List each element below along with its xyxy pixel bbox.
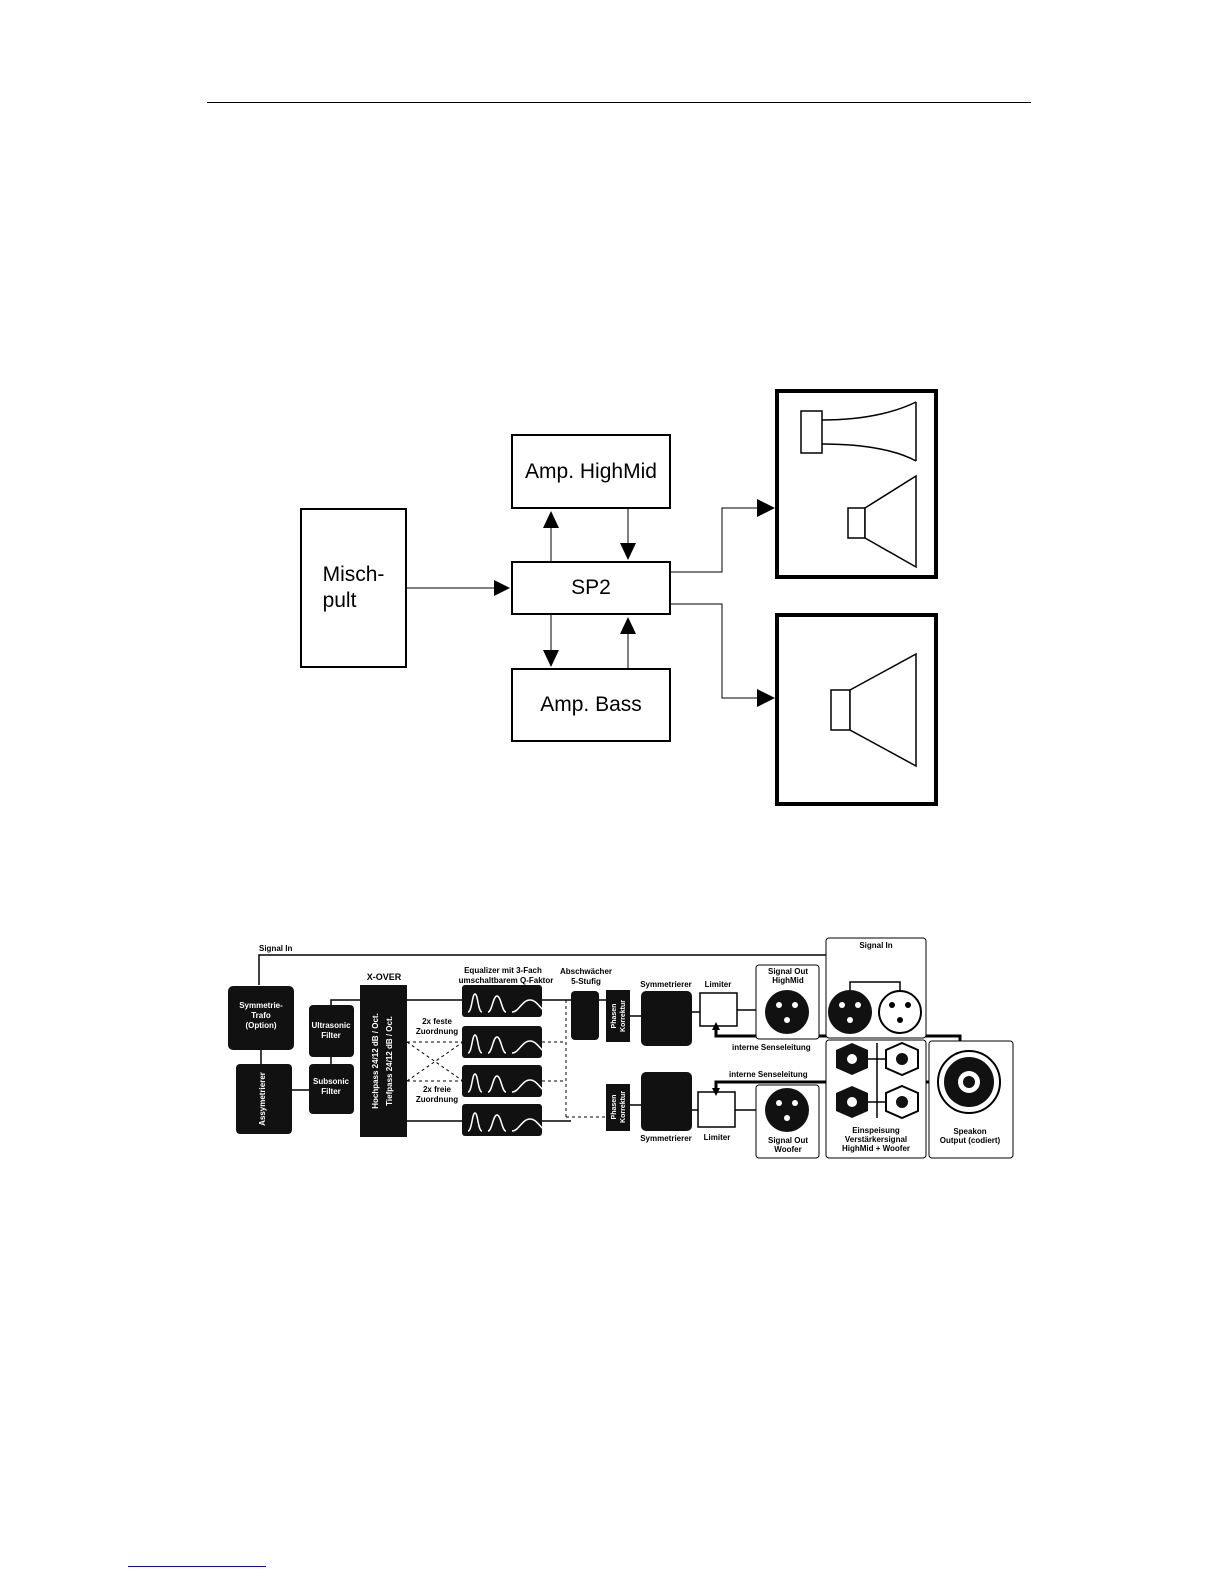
sp2-box: SP2	[511, 561, 671, 615]
phasen-korrektur-bottom-line1: Phasen	[611, 1095, 618, 1120]
signal-in-top-label: Signal In	[259, 944, 292, 953]
horn-flare-top	[821, 401, 917, 421]
equalizer-band-3	[462, 1065, 549, 1097]
mischpult-box: Misch- pult	[300, 508, 407, 668]
route-cross-b	[406, 1041, 464, 1082]
einspeisung-line3: HighMid + Woofer	[842, 1144, 910, 1153]
symmetrie-trafo-line3: (Option)	[245, 1021, 276, 1030]
abschwaecher-line1: Abschwächer	[560, 967, 612, 976]
limiter-bottom-label: Limiter	[704, 1133, 731, 1142]
mid-driver-cone	[864, 474, 917, 569]
subsonic-filter-block	[309, 1064, 354, 1114]
sense-arrow-bottom	[712, 1088, 720, 1096]
mischpult-label: Misch- pult	[322, 563, 385, 612]
speakon-hex-top-right-icon	[885, 1041, 919, 1077]
freie-zuordnung-line1: 2x freie	[423, 1085, 452, 1094]
xlr-in-male-icon	[828, 990, 872, 1034]
feste-zuordnung-line2: Zuordnung	[416, 1027, 458, 1036]
assymetrierer-block	[236, 1064, 292, 1134]
xlr-out-highmid-icon	[765, 990, 809, 1034]
signal-out-highmid-line2: HighMid	[772, 976, 804, 985]
xlr-in-female-icon	[878, 990, 922, 1034]
equalizer-title-line1: Equalizer mit 3-Fach	[464, 966, 542, 975]
einspeisung-line1: Einspeisung	[852, 1126, 900, 1135]
speakon-line2: Output (codiert)	[940, 1136, 1001, 1145]
signal-in-link	[849, 981, 901, 991]
bass-driver-cone	[849, 652, 917, 768]
amp-bass-box: Amp. Bass	[511, 668, 671, 742]
horn-flare-bottom	[821, 443, 917, 462]
limiter-top-label: Limiter	[705, 980, 732, 989]
symmetrierer-top-label: Symmetrierer	[640, 980, 692, 989]
speakon-line1: Speakon	[953, 1127, 986, 1136]
horn-driver	[800, 410, 823, 454]
xover-tiefpass-label: Tiefpass 24/12 dB / Oct.	[385, 1016, 394, 1106]
phasen-korrektur-bottom-line2: Korrektur	[620, 1091, 627, 1123]
arrowhead-speaker-top	[757, 499, 775, 517]
amp-highmid-label: Amp. HighMid	[525, 459, 657, 483]
speakon-hex-bottom-left-icon	[836, 1086, 868, 1118]
amp-bass-label: Amp. Bass	[540, 693, 642, 716]
amp-highmid-box: Amp. HighMid	[511, 434, 671, 509]
arrowhead-sp2-from-bass	[620, 617, 636, 634]
speakon-hex-bottom-right-icon	[885, 1084, 919, 1120]
phasen-korrektur-bottom-block	[606, 1084, 630, 1131]
signal-out-woofer-line2: Woofer	[774, 1145, 801, 1154]
subsonic-filter-line1: Subsonic	[313, 1077, 350, 1086]
speakon-hex-top-left-icon	[836, 1043, 868, 1075]
phasen-korrektur-top-block	[606, 990, 630, 1042]
freie-zuordnung-line2: Zuordnung	[416, 1095, 458, 1104]
limiter-top-block	[699, 992, 738, 1027]
phasen-korrektur-top-line2: Korrektur	[620, 1000, 627, 1032]
sp2-label: SP2	[571, 576, 611, 599]
footnote-rule	[128, 1566, 266, 1567]
symmetrie-trafo-line2: Trafo	[251, 1011, 271, 1020]
equalizer-title-line2: umschaltbarem Q-Faktor	[459, 976, 554, 985]
symmetrierer-bottom-block	[641, 1072, 692, 1131]
connection-sp2-speaker-top	[671, 507, 757, 573]
equalizer-band-4	[462, 1104, 549, 1136]
xover-block	[360, 985, 407, 1137]
assymetrierer-label: Assymetrierer	[258, 1072, 267, 1126]
header-rule	[207, 102, 1031, 103]
symmetrie-trafo-block	[228, 986, 294, 1050]
sense-label-bottom: interne Senseleitung	[729, 1070, 808, 1079]
einspeisung-line2: Verstärkersignal	[845, 1135, 907, 1144]
xover-title: X-OVER	[367, 972, 402, 982]
ultra-to-xover-line	[330, 999, 361, 1005]
ultrasonic-filter-line1: Ultrasonic	[311, 1021, 351, 1030]
symmetrie-trafo-line1: Symmetrie-	[239, 1001, 283, 1010]
symmetrierer-bottom-label: Symmetrierer	[640, 1134, 692, 1143]
equalizer-band-1	[462, 985, 549, 1017]
ultrasonic-filter-block	[309, 1005, 354, 1057]
connection-sp2-speaker-bottom	[671, 603, 757, 699]
signal-out-highmid-line1: Signal Out	[768, 967, 808, 976]
xover-hochpass-label: Hochpass 24/12 dB / Oct.	[371, 1013, 380, 1109]
route-cross-a	[406, 1041, 464, 1082]
xlr-out-woofer-icon	[765, 1088, 809, 1132]
abschwaecher-line2: 5-Stufig	[571, 977, 601, 986]
ultrasonic-filter-line2: Filter	[321, 1031, 341, 1040]
arrowhead-sp2-from-highmid	[620, 543, 636, 560]
arrowhead-sp2-input	[494, 580, 510, 596]
feste-zuordnung-line1: 2x feste	[422, 1017, 452, 1026]
equalizer-band-2	[462, 1026, 549, 1058]
subsonic-filter-line2: Filter	[321, 1087, 341, 1096]
sense-arrow-top	[712, 1022, 720, 1030]
signal-in-box-label: Signal In	[859, 941, 892, 950]
symmetrierer-top-block	[641, 991, 692, 1046]
phasen-korrektur-top-line1: Phasen	[611, 1004, 618, 1029]
arrowhead-amp-bass-input	[543, 650, 559, 667]
sense-label-top: interne Senseleitung	[732, 1043, 811, 1052]
arrowhead-amp-highmid-input	[543, 511, 559, 528]
arrowhead-speaker-bottom	[757, 689, 775, 707]
speakon-output-icon	[937, 1050, 1001, 1114]
signal-out-woofer-line1: Signal Out	[768, 1136, 808, 1145]
abschwaecher-block	[571, 991, 599, 1040]
limiter-bottom-block	[697, 1091, 736, 1128]
